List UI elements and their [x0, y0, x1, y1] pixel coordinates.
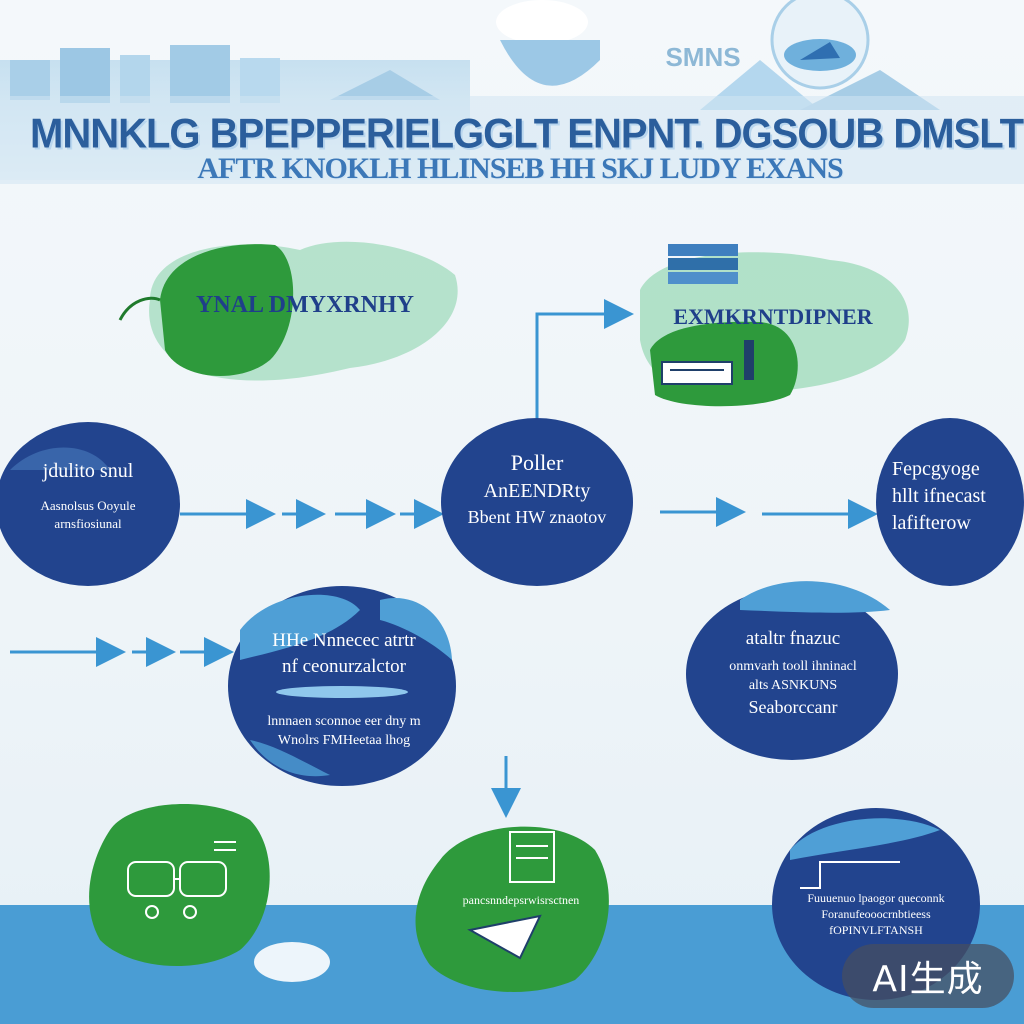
lower-right-line-3: alts ASNKUNS	[748, 677, 838, 693]
vr-headset-icon	[127, 841, 236, 919]
page-subtitle: AFTR KNOKLH HLINSEB HH SKJ LUDY EXANS	[197, 152, 843, 185]
lower-left-line-3: lnnnaen sconnoe eer dny m	[267, 714, 421, 730]
lower-right-node-text: ataltr fnazuc onmvarh tooll ihninacl alt…	[700, 626, 886, 720]
navy-node-lower-right	[686, 581, 898, 760]
lower-right-line-2: onmvarh tooll ihninacl	[729, 658, 857, 674]
white-cloud-icon	[254, 942, 330, 982]
mid-right-node-text: Fepcgyoge hllt ifnecast lafifterow	[892, 456, 1012, 537]
mid-left-node-text: jdulito snul Aasnolsus Ooyule arnsfiosiu…	[10, 458, 166, 532]
lower-left-line-4: Wnolrs FMHeetaa lhog	[277, 733, 411, 749]
lower-left-line-1: HHe Nnnecec atrtr	[272, 630, 416, 651]
paper-plane-icon	[467, 914, 542, 960]
mid-left-line-1: jdulito snul	[42, 460, 134, 482]
green-blob-top-left	[118, 241, 458, 381]
header-globe-icon	[770, 0, 870, 90]
lower-right-line-4: Seaborccanr	[748, 697, 838, 718]
ai-generated-badge: AI生成	[842, 944, 1014, 1008]
document-icon	[509, 831, 555, 883]
mid-left-line-3: arnsfiosiunal	[54, 515, 122, 531]
lower-left-line-2: nf ceonurzalctor	[282, 655, 406, 677]
center-line-1: Poller	[510, 450, 564, 475]
bottom-right-node-text: Fuuuenuo lpaogor queconnk Foranufeooocrn…	[784, 890, 968, 939]
top-left-green-label: YNAL DMYXRNHY	[196, 292, 414, 318]
header-skyline	[0, 45, 1024, 184]
bottom-center-green-text: pancsnndepsrwisrsctnen	[462, 893, 580, 907]
top-right-green-label: EXMKRNTDIPNER	[673, 304, 873, 329]
navy-node-lower-left	[228, 586, 456, 786]
lower-right-line-1: ataltr fnazuc	[745, 628, 841, 649]
lower-left-node-text: HHe Nnnecec atrtr nf ceonurzalctor lnnna…	[246, 628, 442, 751]
page-title: MNNKLG BPEPPERIELGGLT ENPNT. DGSOUB DMSL…	[30, 110, 1024, 158]
server-stack-icon	[668, 244, 738, 284]
bottom-right-line-3: fOPINVLFTANSH	[829, 923, 923, 938]
center-node-text: Poller AnEENDRty Bbent HW znaotov	[450, 448, 624, 529]
device-console-icon	[661, 340, 754, 385]
green-blob-bottom-center	[415, 826, 609, 992]
mid-left-line-2: Aasnolsus Ooyule	[40, 498, 136, 513]
header-tag: SMNS	[665, 42, 741, 72]
navy-node-mid-right	[876, 418, 1024, 586]
mid-right-line-2: hllt ifnecast	[892, 485, 986, 507]
center-line-2: AnEENDRty	[483, 479, 591, 502]
mid-right-line-3: lafifterow	[892, 512, 971, 534]
connector-arrows	[10, 299, 878, 818]
bottom-right-line-1: Fuuuenuo lpaogor queconnk	[807, 891, 945, 905]
header-cloud-icon	[496, 0, 600, 86]
navy-node-center	[441, 418, 633, 586]
bottom-right-line-2: Foranufeooocrnbtieess	[821, 907, 931, 922]
navy-node-mid-left	[0, 422, 180, 586]
mid-right-line-1: Fepcgyoge	[892, 458, 980, 480]
center-line-3: Bbent HW znaotov	[467, 506, 607, 527]
